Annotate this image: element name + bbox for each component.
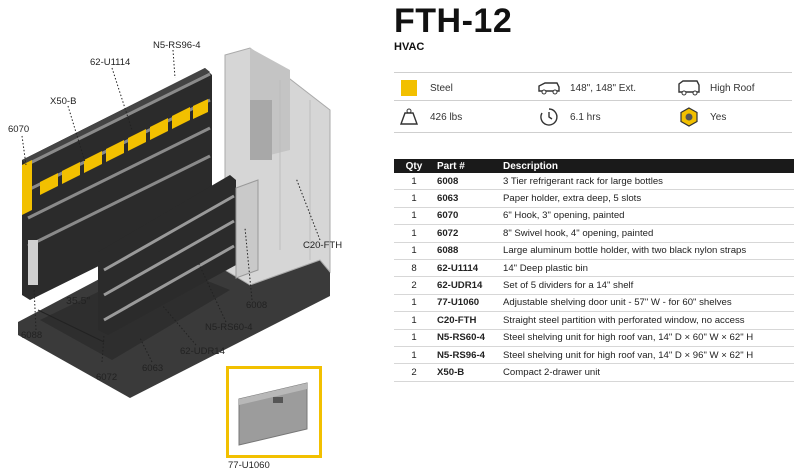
plastic-bins [40, 99, 208, 195]
description-cell: Adjustable shelving door unit - 57" W - … [500, 294, 794, 313]
callout-6008: 6008 [246, 300, 268, 311]
qty-cell: 1 [394, 242, 434, 260]
spec-material-value: Steel [430, 82, 453, 94]
part-cell: 77-U1060 [434, 294, 500, 313]
callout-62-u1114: 62-U1114 [90, 57, 131, 68]
spec-roof-value: High Roof [710, 82, 755, 94]
callout-6072: 6072 [96, 372, 118, 383]
qty-cell: 1 [394, 224, 434, 243]
qty-cell: 1 [394, 294, 434, 313]
qty-cell: 2 [394, 276, 434, 295]
perforated-window [250, 100, 272, 160]
header-part: Part # [434, 159, 500, 173]
qty-cell: 1 [394, 189, 434, 208]
qty-cell: 1 [394, 173, 434, 191]
description-cell: 8" Swivel hook, 4" opening, painted [500, 224, 794, 243]
callout-x50-b: X50-B [50, 96, 77, 107]
product-subtitle: HVAC [394, 41, 425, 53]
spec-install-time: 6.1 hrs [536, 107, 601, 127]
hex-nut-icon [676, 107, 702, 127]
high-roof-van-icon [676, 78, 702, 98]
callout-77-u1060: 77-U1060 [228, 460, 270, 471]
description-cell: Compact 2-drawer unit [500, 363, 794, 382]
dimension-label: 35.5" [66, 295, 91, 307]
description-cell: Steel shelving unit for high roof van, 1… [500, 346, 794, 365]
qty-cell: 1 [394, 329, 434, 347]
description-cell: Paper holder, extra deep, 5 slots [500, 189, 794, 208]
weight-icon [396, 107, 422, 127]
van-interior-illustration [18, 47, 331, 398]
dimension-line [37, 309, 105, 343]
part-cell: 6088 [434, 242, 500, 260]
door-unit-image [238, 382, 308, 446]
part-cell: X50-B [434, 363, 500, 382]
description-cell: 6" Hook, 3" opening, painted [500, 207, 794, 226]
divider [394, 132, 792, 133]
table-header-row: Qty Part # Description [394, 159, 794, 173]
refrigerant-rack [235, 179, 259, 279]
description-cell: Set of 5 dividers for a 14" shelf [500, 276, 794, 295]
callout-leaders [21, 49, 321, 363]
part-cell: 6072 [434, 224, 500, 243]
header-qty: Qty [394, 159, 434, 173]
callout-6088: 6088 [21, 330, 43, 341]
spec-weight-value: 426 lbs [430, 111, 463, 123]
qty-cell: 2 [394, 363, 434, 382]
spec-roof: High Roof [676, 78, 754, 98]
divider [394, 72, 792, 73]
spec-install-time-value: 6.1 hrs [570, 111, 601, 123]
qty-cell: 8 [394, 259, 434, 278]
van-icon [536, 78, 562, 98]
callout-6063: 6063 [142, 363, 164, 374]
description-cell: Large aluminum bottle holder, with two b… [500, 242, 794, 260]
spec-wheelbase: 148", 148" Ext. [536, 78, 636, 98]
description-cell: Steel shelving unit for high roof van, 1… [500, 329, 794, 347]
door-unit-inset [226, 366, 322, 458]
part-cell: 6070 [434, 207, 500, 226]
spec-weight: 426 lbs [396, 107, 462, 127]
spec-wheelbase-value: 148", 148" Ext. [570, 82, 637, 94]
product-title: FTH-12 [394, 2, 513, 40]
description-cell: 14" Deep plastic bin [500, 259, 794, 278]
header-description: Description [500, 159, 794, 173]
spec-material: Steel [396, 78, 453, 98]
qty-cell: 1 [394, 311, 434, 330]
part-cell: 62-UDR14 [434, 276, 500, 295]
part-cell: 62-U1114 [434, 259, 500, 278]
spec-hardware: Yes [676, 107, 726, 127]
steel-swatch-icon [396, 78, 422, 98]
callout-6070: 6070 [8, 124, 30, 135]
callout-n5-rs60-4: N5-RS60-4 [205, 322, 253, 333]
part-cell: N5-RS60-4 [434, 329, 500, 347]
part-cell: C20-FTH [434, 311, 500, 330]
time-icon [536, 107, 562, 127]
part-cell: 6063 [434, 189, 500, 208]
part-cell: 6008 [434, 173, 500, 191]
description-cell: 3 Tier refrigerant rack for large bottle… [500, 173, 794, 191]
qty-cell: 1 [394, 207, 434, 226]
callout-n5-rs96-4: N5-RS96-4 [153, 40, 201, 51]
callout-c20-fth: C20-FTH [303, 240, 343, 251]
divider [394, 100, 792, 101]
bottle-holder [28, 240, 38, 285]
callout-62-udr14: 62-UDR14 [180, 346, 225, 357]
qty-cell: 1 [394, 346, 434, 365]
part-cell: N5-RS96-4 [434, 346, 500, 365]
spec-hardware-value: Yes [710, 111, 727, 123]
description-cell: Straight steel partition with perforated… [500, 311, 794, 330]
